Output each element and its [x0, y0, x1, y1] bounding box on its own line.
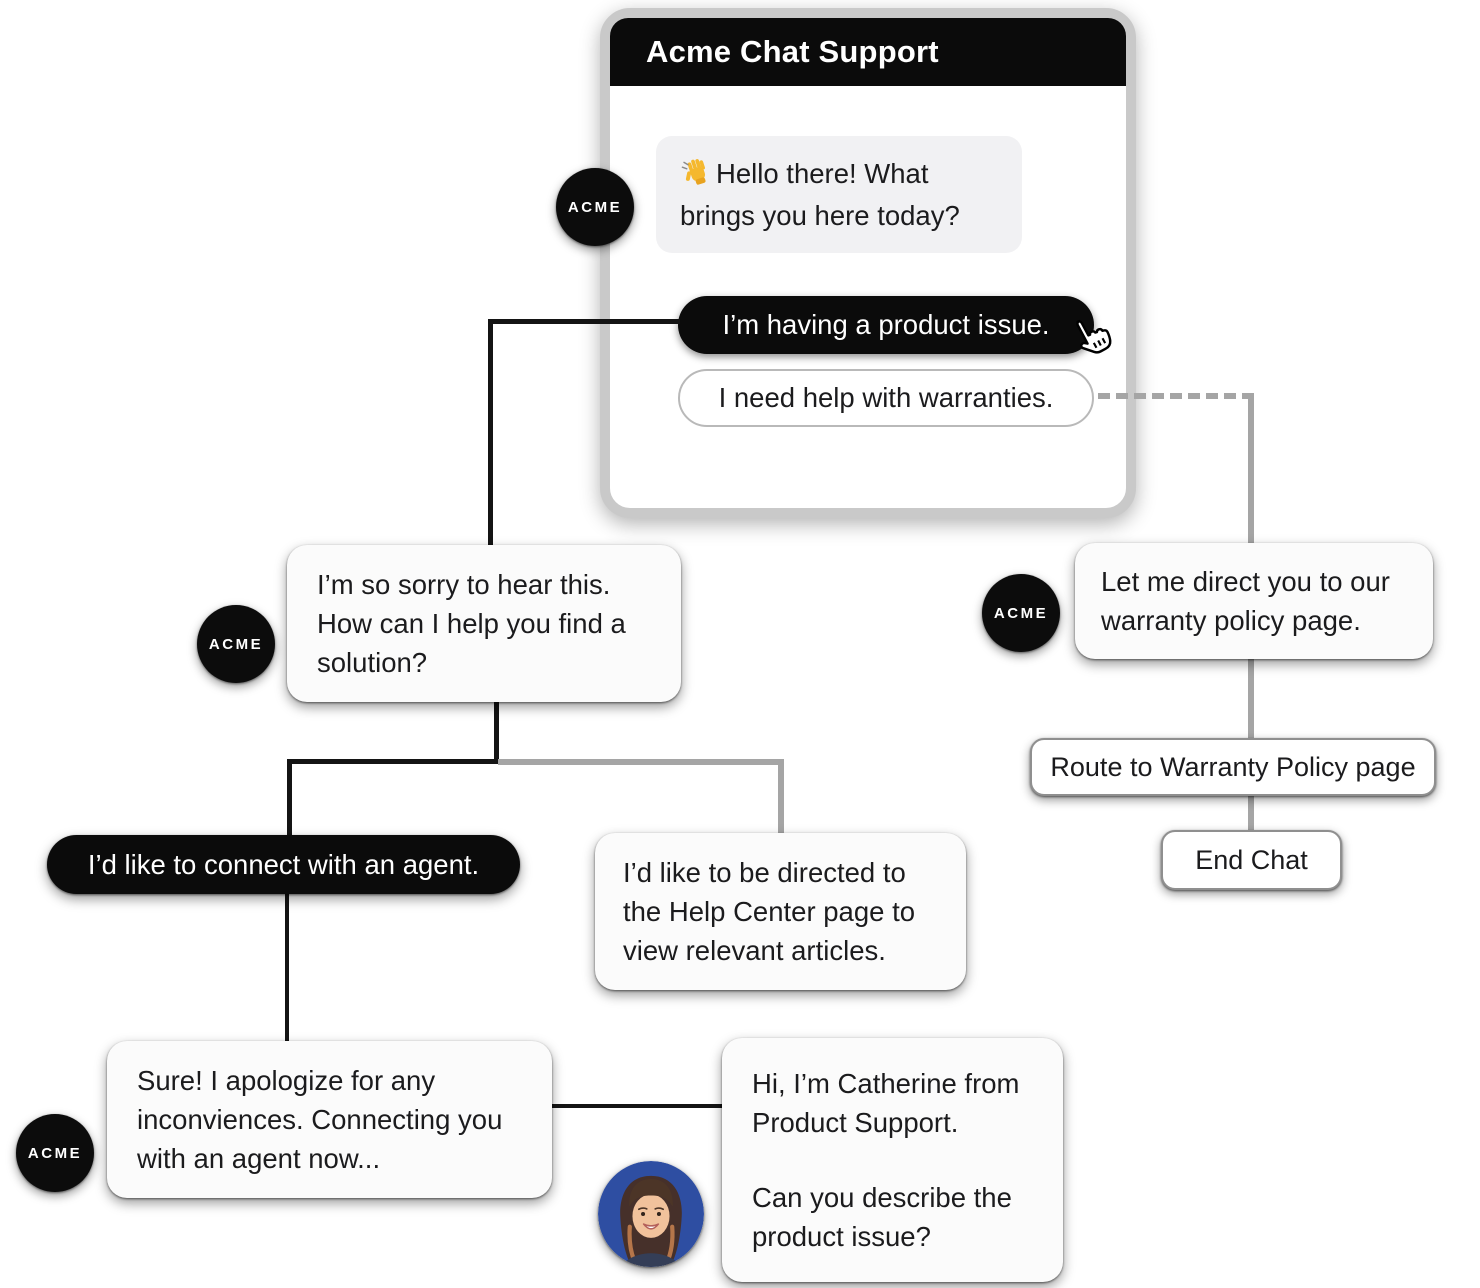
acme-avatar-label: ACME [567, 198, 623, 216]
acme-avatar: ACME [197, 605, 275, 683]
connector-to-agent-option [287, 759, 292, 838]
connector-warranty-dashed [1098, 393, 1254, 399]
agent-question-text: Can you describe the product issue? [752, 1182, 1012, 1252]
chat-window-header: Acme Chat Support [610, 18, 1126, 86]
catherine-avatar [598, 1161, 704, 1267]
pointer-hand-cursor [1061, 305, 1126, 372]
connector-agent-to-connecting [285, 893, 289, 1043]
agent-intro-text: Hi, I’m Catherine from Product Support. [752, 1068, 1020, 1138]
end-chat-node[interactable]: End Chat [1161, 830, 1342, 890]
acme-avatar: ACME [556, 168, 634, 246]
bot-greeting-text: Hello there! What brings you here today? [680, 158, 960, 231]
connector-junction-right [498, 759, 784, 765]
chat-window-title: Acme Chat Support [646, 34, 939, 69]
acme-avatar-label: ACME [993, 604, 1049, 622]
connector-to-help-center-option [778, 759, 784, 836]
option-connect-agent[interactable]: I’d like to connect with an agent. [47, 835, 520, 894]
bot-greeting-bubble: Hello there! What brings you here today? [656, 136, 1022, 253]
route-warranty-node[interactable]: Route to Warranty Policy page [1030, 738, 1436, 796]
option-product-issue[interactable]: I’m having a product issue. [678, 296, 1094, 354]
bot-message-sorry: I’m so sorry to hear this. How can I hel… [287, 545, 681, 702]
acme-avatar-label: ACME [27, 1144, 83, 1162]
chat-window: Acme Chat Support Hello there! Wha [600, 8, 1136, 518]
connector-sorry-to-junction [494, 686, 499, 764]
connector-window-to-sorry-horizontal [488, 319, 680, 324]
acme-avatar: ACME [16, 1114, 94, 1192]
acme-avatar-label: ACME [208, 635, 264, 653]
agent-message-catherine: Hi, I’m Catherine from Product Support. … [722, 1038, 1063, 1282]
option-help-center[interactable]: I’d like to be directed to the Help Cent… [595, 833, 966, 990]
bot-message-warranty: Let me direct you to our warranty policy… [1075, 543, 1433, 659]
waving-hand-icon [680, 156, 712, 197]
option-warranties[interactable]: I need help with warranties. [678, 369, 1094, 427]
connector-connecting-to-catherine [548, 1104, 724, 1108]
bot-message-connecting: Sure! I apologize for any inconviences. … [107, 1041, 552, 1198]
connector-junction-left [287, 759, 500, 764]
acme-avatar: ACME [982, 574, 1060, 652]
connector-window-to-sorry-vertical [488, 319, 493, 549]
